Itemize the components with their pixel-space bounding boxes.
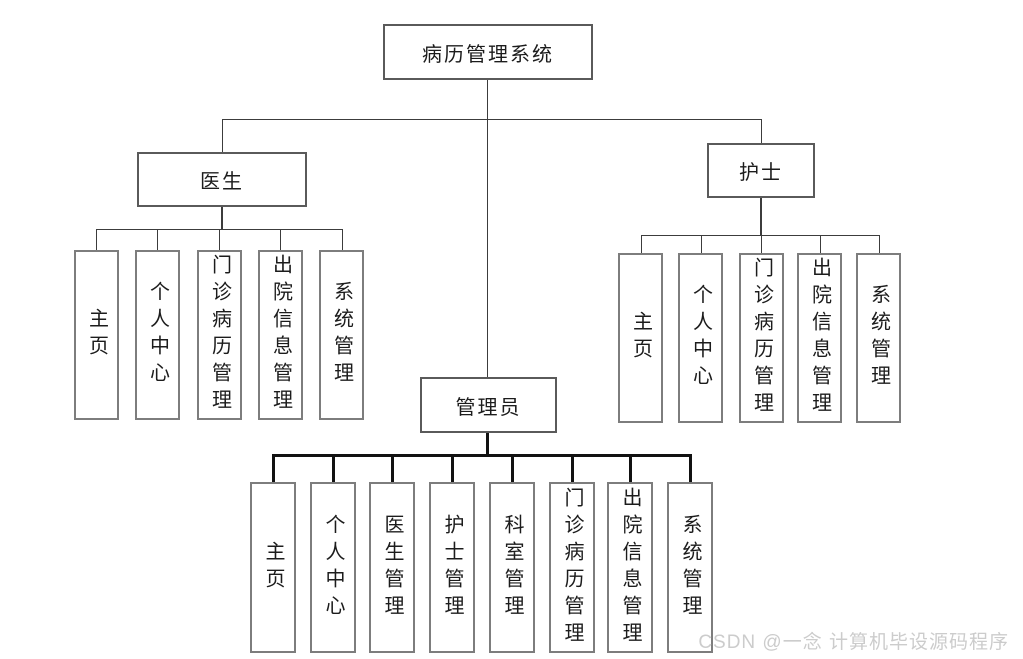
node-nurse-discharge-info-mgmt: 出院信息管理 <box>797 253 842 423</box>
node-label: 个人中心 <box>689 284 712 392</box>
connector-admin-child-stub <box>272 457 275 482</box>
connector-admin-child-stub <box>689 457 692 482</box>
connector-doctor-child-stub <box>157 229 158 250</box>
node-label: 科室管理 <box>501 513 523 622</box>
node-doctor-system-mgmt: 系统管理 <box>319 250 364 420</box>
connector-admin-child-stub <box>511 457 514 482</box>
node-doctor-home: 主页 <box>74 250 119 420</box>
node-label: 医生管理 <box>381 513 403 622</box>
connector-nurse-child-stub <box>879 235 880 253</box>
connector-nurse-child-stub <box>820 235 821 253</box>
node-doctor-personal-center: 个人中心 <box>135 250 180 420</box>
node-label: 系统管理 <box>330 281 353 389</box>
node-label: 系统管理 <box>679 513 701 622</box>
node-label: 管理员 <box>455 396 522 419</box>
node-label: 主页 <box>85 308 108 362</box>
connector-doctor-child-stub <box>280 229 281 250</box>
node-admin-doctor-mgmt: 医生管理 <box>369 482 415 653</box>
connector-doctor-child-stub <box>342 229 343 250</box>
node-nurse-personal-center: 个人中心 <box>678 253 723 423</box>
connector-nurse-child-stub <box>761 235 762 253</box>
node-admin-outpatient-record-mgmt: 门诊病历管理 <box>549 482 595 653</box>
connector-root-vertical <box>487 80 488 377</box>
node-admin: 管理员 <box>420 377 557 433</box>
connector-admin-child-stub <box>391 457 394 482</box>
node-nurse-home: 主页 <box>618 253 663 423</box>
node-label: 护士管理 <box>441 513 463 622</box>
node-admin-personal-center: 个人中心 <box>310 482 356 653</box>
node-label: 医生 <box>200 171 244 193</box>
node-label: 门诊病历管理 <box>561 486 583 649</box>
node-nurse-system-mgmt: 系统管理 <box>856 253 901 423</box>
node-label: 个人中心 <box>322 513 344 622</box>
node-label: 出院信息管理 <box>269 254 292 416</box>
node-label: 出院信息管理 <box>619 486 641 649</box>
node-label: 门诊病历管理 <box>208 254 231 416</box>
connector-admin-stem <box>486 433 489 454</box>
node-nurse: 护士 <box>707 143 815 198</box>
node-nurse-outpatient-record-mgmt: 门诊病历管理 <box>739 253 784 423</box>
connector-admin-child-stub <box>629 457 632 482</box>
node-label: 病历管理系统 <box>422 43 554 66</box>
connector-nurse-child-stub <box>701 235 702 253</box>
node-label: 主页 <box>629 311 652 365</box>
node-admin-discharge-info-mgmt: 出院信息管理 <box>607 482 653 653</box>
connector-doctor-child-stub <box>96 229 97 250</box>
node-root-system: 病历管理系统 <box>383 24 593 80</box>
connector-doctor-child-stub <box>219 229 220 250</box>
node-label: 门诊病历管理 <box>750 257 773 419</box>
node-label: 主页 <box>262 540 284 595</box>
node-admin-department-mgmt: 科室管理 <box>489 482 535 653</box>
connector-nurse-child-stub <box>641 235 642 253</box>
connector-admin-child-stub <box>451 457 454 482</box>
connector-nurse-horizontal <box>641 235 880 236</box>
node-doctor-outpatient-record-mgmt: 门诊病历管理 <box>197 250 242 420</box>
connector-doctor-stem <box>221 207 223 230</box>
node-doctor-discharge-info-mgmt: 出院信息管理 <box>258 250 303 420</box>
node-admin-home: 主页 <box>250 482 296 653</box>
node-label: 系统管理 <box>867 284 890 392</box>
connector-admin-horizontal <box>272 454 692 457</box>
node-label: 个人中心 <box>146 281 169 389</box>
connector-nurse-drop <box>761 119 762 144</box>
connector-level1-horizontal <box>222 119 762 120</box>
connector-doctor-drop <box>222 119 223 152</box>
node-admin-nurse-mgmt: 护士管理 <box>429 482 475 653</box>
connector-admin-child-stub <box>332 457 335 482</box>
connector-admin-child-stub <box>571 457 574 482</box>
node-label: 护士 <box>739 162 783 184</box>
node-admin-system-mgmt: 系统管理 <box>667 482 713 653</box>
node-label: 出院信息管理 <box>808 257 831 419</box>
csdn-watermark: CSDN @一念 计算机毕设源码程序 <box>698 632 1009 653</box>
node-doctor: 医生 <box>137 152 307 207</box>
connector-nurse-stem <box>760 197 762 236</box>
